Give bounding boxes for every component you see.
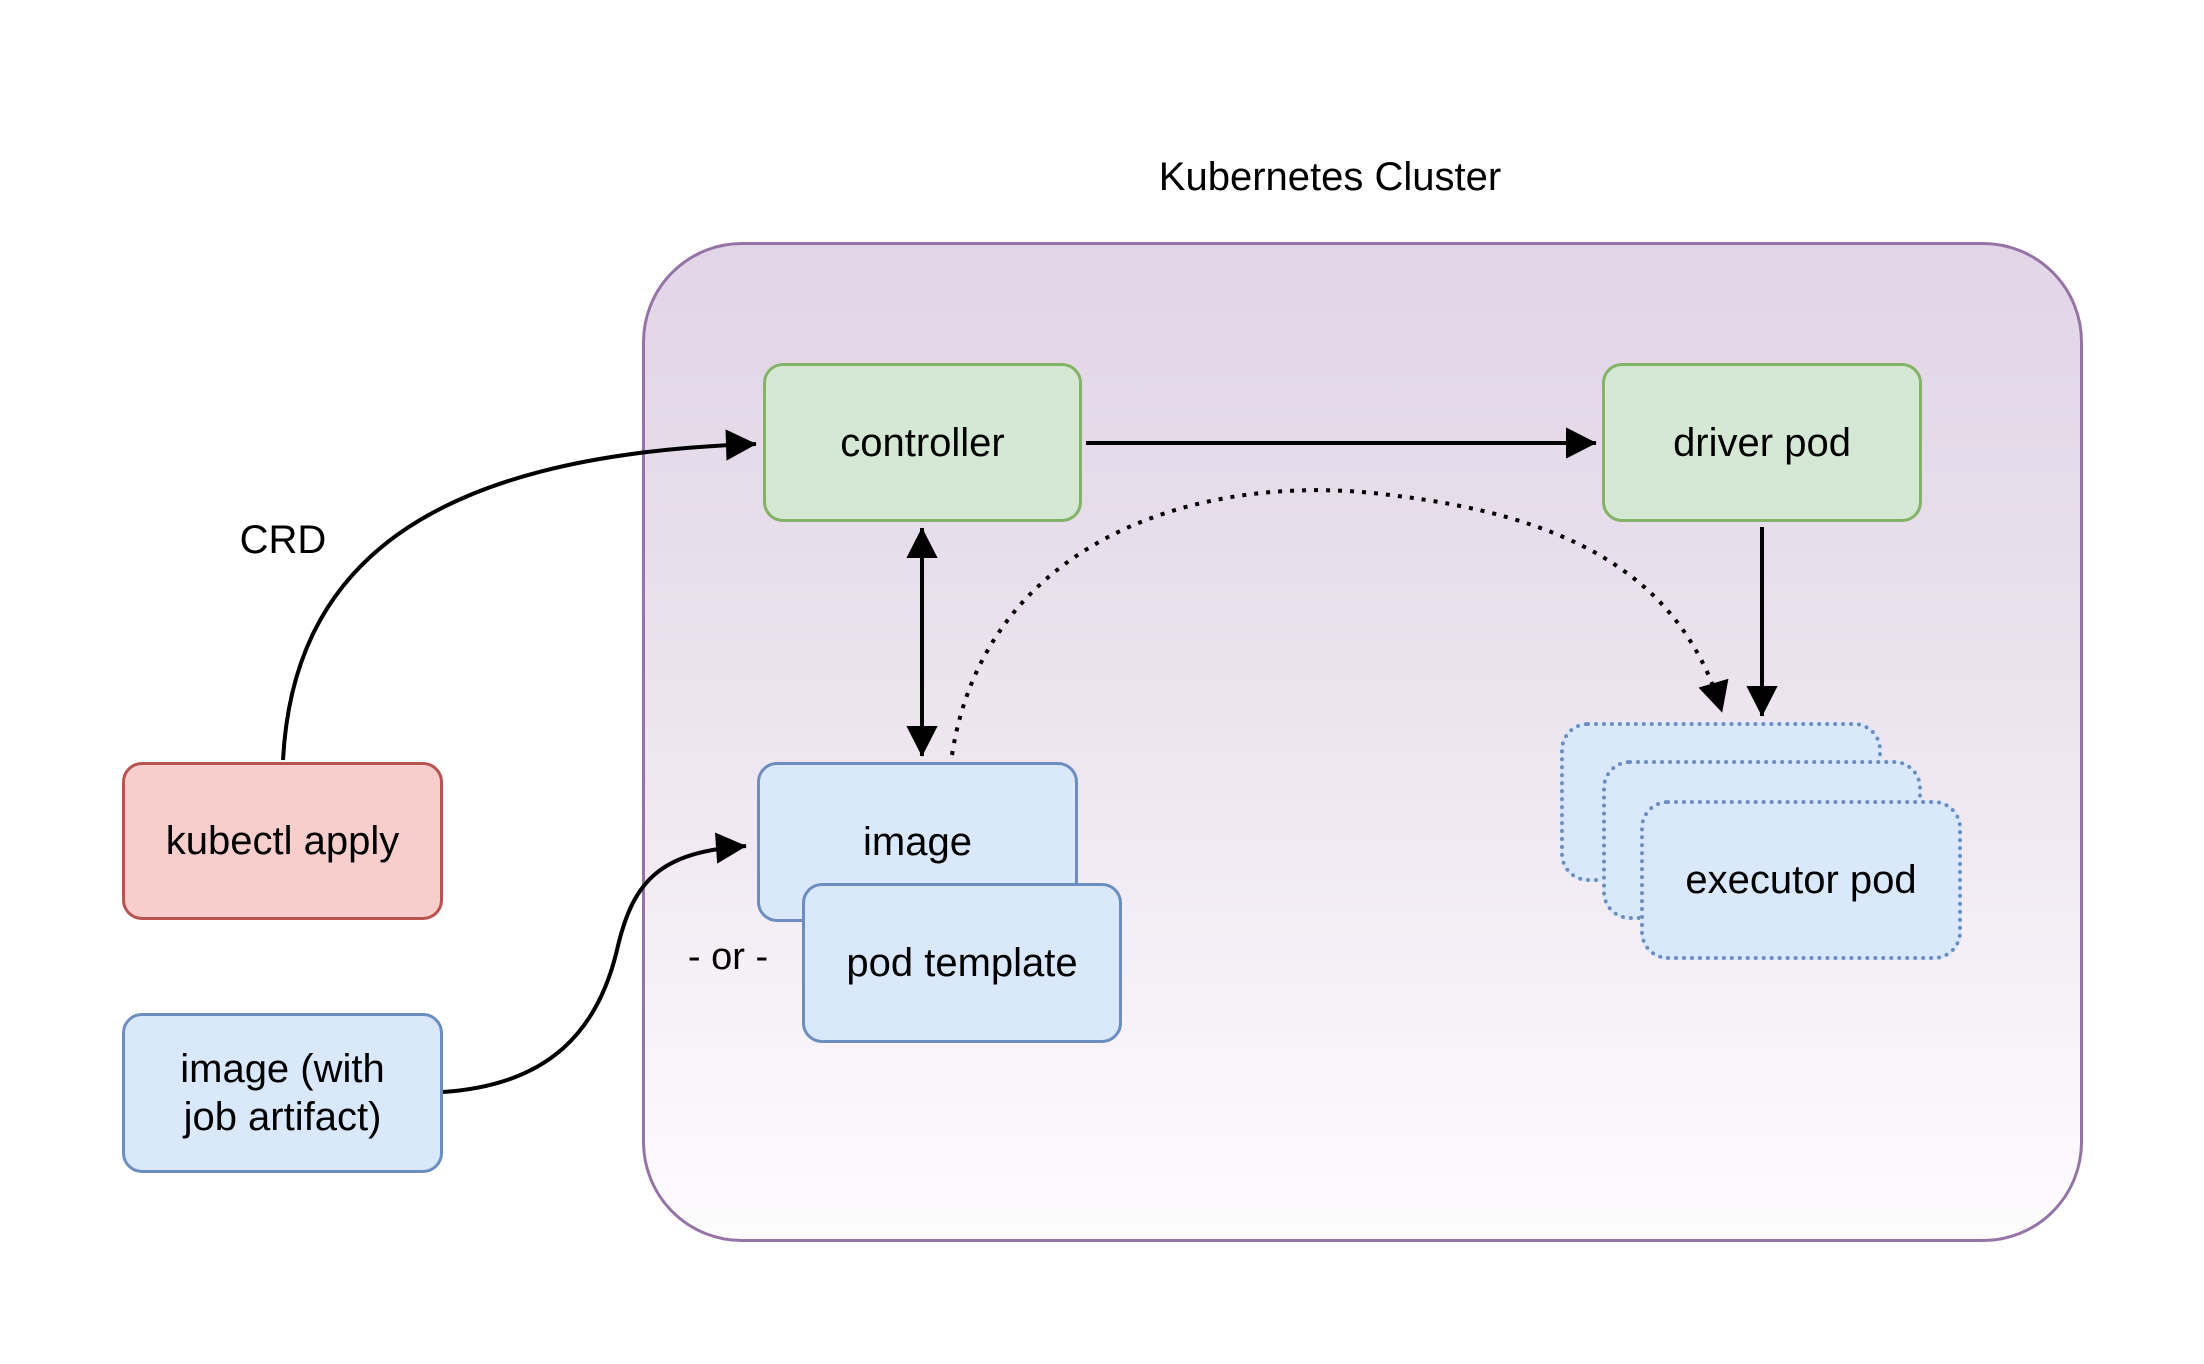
- executor-pod-box-front: executor pod: [1640, 800, 1962, 960]
- cluster-title: Kubernetes Cluster: [1158, 155, 1502, 199]
- or-edge-label: - or -: [687, 936, 769, 978]
- pod-template-box: pod template: [802, 883, 1122, 1043]
- driver-pod-box: driver pod: [1602, 363, 1922, 522]
- image-with-job-artifact-box: image (with job artifact): [122, 1013, 443, 1173]
- crd-edge-label: CRD: [239, 518, 327, 562]
- controller-box: controller: [763, 363, 1082, 522]
- kubectl-apply-box: kubectl apply: [122, 762, 443, 920]
